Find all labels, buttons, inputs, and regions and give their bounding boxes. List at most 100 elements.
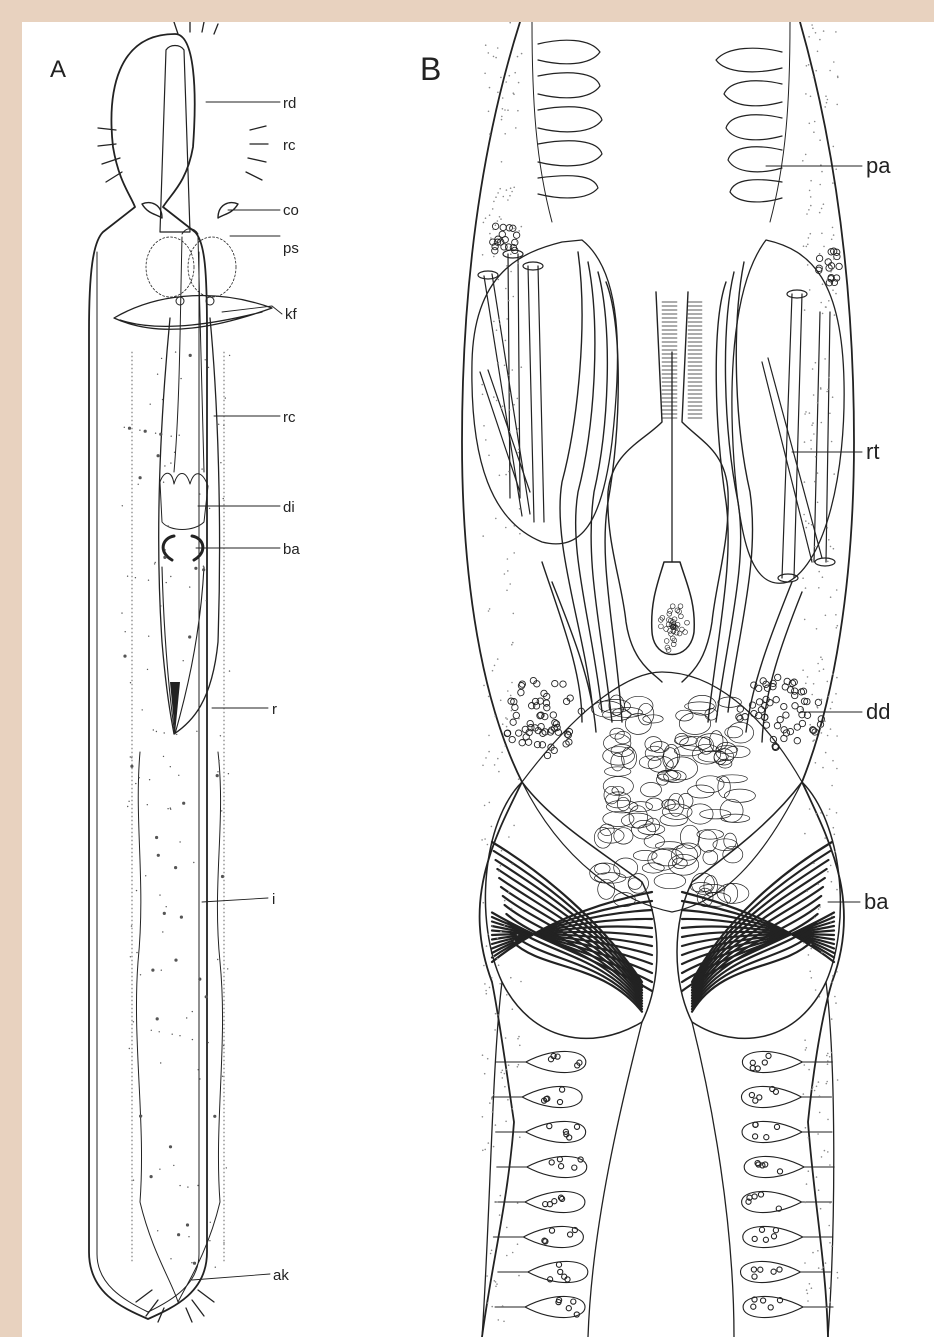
duct-granule	[758, 707, 764, 713]
stipple-dot	[486, 993, 488, 995]
stipple-dot	[495, 518, 497, 520]
granule	[155, 562, 156, 563]
mesh-cell	[675, 733, 688, 744]
duct-granule	[792, 688, 798, 694]
commissure-band	[114, 296, 272, 330]
granule	[201, 468, 202, 469]
stipple-dot	[825, 306, 827, 308]
stipple-dot	[802, 577, 804, 579]
stipple-dot	[827, 99, 829, 101]
granule	[179, 435, 180, 436]
granule	[193, 1262, 196, 1265]
basis-granule	[659, 624, 664, 629]
stipple-dot	[819, 39, 821, 41]
basis-granule	[664, 627, 669, 632]
granule	[145, 875, 146, 876]
granule	[164, 465, 165, 466]
gland-cell	[492, 1086, 582, 1107]
stipple-dot	[821, 1269, 823, 1271]
stipple-dot	[826, 102, 828, 104]
label-rt: rt	[866, 439, 879, 464]
duct-granule	[782, 684, 788, 690]
stipple-dot	[517, 1202, 519, 1204]
stipple-dot	[832, 396, 834, 398]
stipple-dot	[498, 279, 500, 281]
stipple-dot	[817, 51, 819, 53]
stipple-dot	[497, 937, 499, 939]
granule	[221, 810, 222, 811]
stipple-dot	[485, 217, 487, 219]
granule	[229, 670, 230, 671]
stipple-dot	[826, 1081, 828, 1083]
stipple-dot	[831, 239, 833, 241]
granule	[121, 612, 122, 613]
stipple-dot	[830, 865, 832, 867]
stipple-dot	[486, 945, 488, 947]
reserve-stylets-right	[762, 290, 835, 582]
stipple-dot	[832, 975, 834, 977]
granule	[165, 549, 166, 550]
duct-granule	[783, 712, 789, 718]
stipple-dot	[489, 214, 491, 216]
stipple-dot	[489, 802, 491, 804]
stipple-dot	[824, 837, 826, 839]
granule	[156, 731, 157, 732]
granule	[218, 760, 219, 761]
duct-granule	[492, 248, 498, 254]
granule	[148, 580, 149, 581]
stipple-dot	[815, 70, 817, 72]
granule	[170, 766, 171, 767]
stipple-dot	[498, 771, 500, 773]
stipple-dot	[489, 87, 491, 89]
stipple-dot	[502, 1070, 504, 1072]
stipple-dot	[488, 52, 490, 54]
stipple-dot	[825, 752, 827, 754]
stipple-dot	[499, 216, 501, 218]
lower-tube-right-inner	[692, 1022, 734, 1337]
gland-cell	[742, 1051, 832, 1072]
stipple-dot	[834, 996, 836, 998]
granule	[136, 952, 137, 953]
granule	[198, 1069, 199, 1070]
stipple-dot	[484, 805, 486, 807]
stipple-dot	[829, 1164, 831, 1166]
stipple-dot	[494, 665, 496, 667]
stipple-dot	[519, 695, 521, 697]
stipple-dot	[511, 710, 513, 712]
granule	[191, 1262, 192, 1263]
gland-granule	[567, 1135, 572, 1140]
stipple-dot	[501, 850, 503, 852]
stipple-dot	[493, 956, 495, 958]
stipple-dot	[807, 264, 809, 266]
stipple-dot	[511, 644, 513, 646]
stipple-dot	[802, 669, 804, 671]
stipple-dot	[819, 139, 821, 141]
stipple-dot	[489, 1102, 491, 1104]
stipple-dot	[496, 1201, 498, 1203]
stipple-dot	[497, 362, 499, 364]
stipple-dot	[486, 1275, 488, 1277]
stipple-dot	[491, 925, 493, 927]
stipple-dot	[500, 218, 502, 220]
stipple-dot	[492, 670, 494, 672]
duct-granule	[518, 689, 524, 695]
stipple-dot	[835, 693, 837, 695]
granule	[226, 1167, 227, 1168]
stipple-dot	[830, 708, 832, 710]
stipple-dot	[810, 180, 812, 182]
granule	[215, 1267, 216, 1268]
gland-granule	[753, 1134, 758, 1139]
stipple-dot	[823, 668, 825, 670]
stipple-dot	[512, 864, 514, 866]
gland-granule	[549, 1228, 554, 1233]
stipple-dot	[495, 1281, 497, 1283]
duct-granule	[775, 674, 781, 680]
stipple-dot	[484, 838, 486, 840]
stipple-dot	[518, 1064, 520, 1066]
stipple-dot	[831, 1018, 833, 1020]
stipple-dot	[810, 196, 812, 198]
granule	[223, 1045, 224, 1046]
stipple-dot	[488, 610, 490, 612]
stipple-dot	[830, 728, 832, 730]
stipple-dot	[809, 289, 811, 291]
